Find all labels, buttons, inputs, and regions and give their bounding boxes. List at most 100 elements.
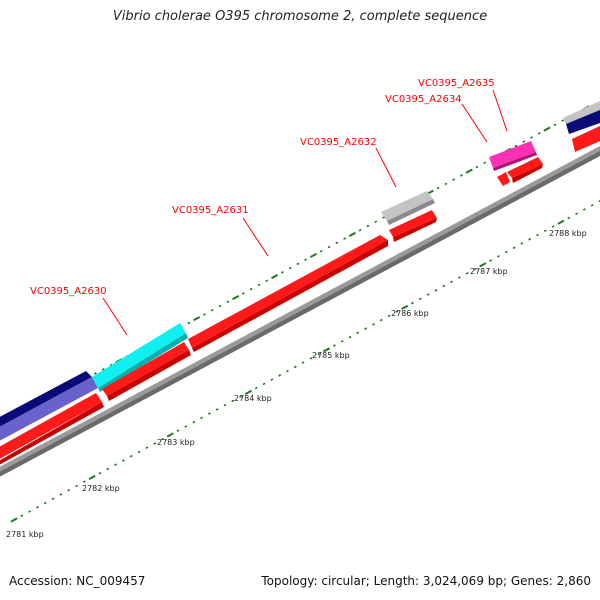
inner-tick-major <box>401 304 409 310</box>
inner-tick-minor <box>426 293 430 296</box>
inner-tick-minor <box>512 246 516 250</box>
outer-tick-major <box>232 295 240 301</box>
inner-tick-minor <box>356 331 360 335</box>
outer-tick-major <box>348 231 356 237</box>
inner-tick-minor <box>215 408 219 411</box>
inner-tick-minor <box>270 378 274 381</box>
inner-tick-minor <box>114 463 117 466</box>
outer-tick-minor <box>249 287 253 291</box>
inner-tick-minor <box>98 471 102 475</box>
inner-tick-minor <box>231 399 235 403</box>
outer-tick-minor <box>537 132 541 135</box>
outer-tick-minor <box>109 363 113 367</box>
outer-tick-minor <box>436 186 440 190</box>
outer-tick-minor <box>265 279 269 283</box>
inner-tick-minor <box>348 335 352 339</box>
cds-2632[interactable] <box>389 210 437 237</box>
gene-cyan-edge <box>98 333 188 392</box>
inner-tick-minor <box>121 459 125 462</box>
map-title: Vibrio cholerae O395 chromosome 2, compl… <box>112 9 488 24</box>
inner-tick-minor <box>364 327 368 330</box>
outer-tick-minor <box>327 245 331 249</box>
inner-tick-minor <box>582 208 586 211</box>
outer-tick-minor <box>280 271 284 274</box>
inner-tick-minor <box>59 493 63 496</box>
inner-tick-minor <box>551 225 555 228</box>
inner-tick-major <box>10 517 18 523</box>
gene-label-2631: VC0395_A2631 <box>172 205 249 216</box>
outer-tick-minor <box>226 300 230 304</box>
cds-2635-edge <box>512 164 543 183</box>
inner-tick-minor <box>207 412 211 415</box>
cds-2630-left <box>0 393 102 459</box>
kbp-label-2783: 2783 kbp <box>157 438 195 447</box>
outer-tick-minor <box>203 313 206 316</box>
gene-slate <box>0 377 98 441</box>
inner-tick-minor <box>184 425 188 428</box>
leader-2631 <box>242 217 269 257</box>
cds-2630-left-edge <box>0 402 104 465</box>
inner-tick-minor <box>239 395 242 398</box>
inner-tick-major <box>557 219 565 225</box>
inner-tick-minor <box>536 233 539 237</box>
inner-tick-minor <box>575 212 578 216</box>
gene-label-2630: VC0395_A2630 <box>30 286 107 297</box>
outer-tick-minor <box>366 224 370 228</box>
inner-tick-ring <box>10 200 600 523</box>
kbp-label-2786: 2786 kbp <box>391 309 429 318</box>
accession-text: Accession: NC_009457 <box>9 574 146 588</box>
outer-tick-minor <box>94 372 97 375</box>
gene-navy-right <box>566 110 600 134</box>
cds-2631[interactable] <box>188 235 388 348</box>
kbp-label-2784: 2784 kbp <box>234 394 272 403</box>
gene-grey[interactable] <box>381 191 433 221</box>
outer-tick-minor <box>561 119 565 122</box>
inner-tick-minor <box>278 374 282 377</box>
outer-tick-minor <box>101 367 105 371</box>
outer-tick-minor <box>304 258 308 261</box>
inner-tick-minor <box>395 310 399 313</box>
cds-2632-edge <box>393 218 437 242</box>
inner-tick-minor <box>450 280 453 284</box>
inner-tick-minor <box>36 505 39 509</box>
inner-tick-minor <box>301 361 305 364</box>
cds-2630[interactable] <box>102 342 189 396</box>
inner-tick-minor <box>590 203 594 207</box>
cds-right <box>572 126 600 152</box>
inner-tick-minor <box>192 420 196 424</box>
gene-cyan[interactable] <box>92 323 186 388</box>
inner-tick-minor <box>489 259 493 262</box>
inner-tick-major <box>479 262 487 268</box>
outer-tick-minor <box>257 283 261 287</box>
cds-2634[interactable] <box>497 172 510 186</box>
inner-tick-minor <box>20 514 24 518</box>
inner-tick-minor <box>317 352 321 356</box>
outer-tick-minor <box>358 228 362 232</box>
outer-tick-minor <box>452 178 456 181</box>
inner-tick-minor <box>153 442 157 445</box>
outer-tick-minor <box>475 165 479 169</box>
inner-tick-minor <box>254 386 258 390</box>
inner-tick-minor <box>411 301 414 305</box>
cds-2635[interactable] <box>507 157 543 178</box>
outer-tick-major <box>309 252 317 258</box>
inner-tick-minor <box>51 497 55 501</box>
outer-tick-minor <box>522 140 526 143</box>
inner-tick-major <box>88 474 96 480</box>
outer-tick-major <box>271 274 279 280</box>
backbone <box>0 146 600 472</box>
inner-tick-minor <box>28 510 32 513</box>
inner-tick-minor <box>223 403 227 407</box>
outer-tick-minor <box>210 308 214 312</box>
inner-tick-minor <box>372 323 375 326</box>
gene-magenta-edge <box>493 152 537 171</box>
gene-label-2632: VC0395_A2632 <box>300 137 377 148</box>
outer-tick-minor <box>514 144 518 148</box>
inner-tick-minor <box>543 229 547 233</box>
inner-tick-major <box>323 347 331 353</box>
outer-tick-minor <box>296 262 300 266</box>
inner-tick-minor <box>286 369 289 373</box>
inner-tick-minor <box>293 365 297 369</box>
gene-magenta[interactable] <box>489 141 536 168</box>
